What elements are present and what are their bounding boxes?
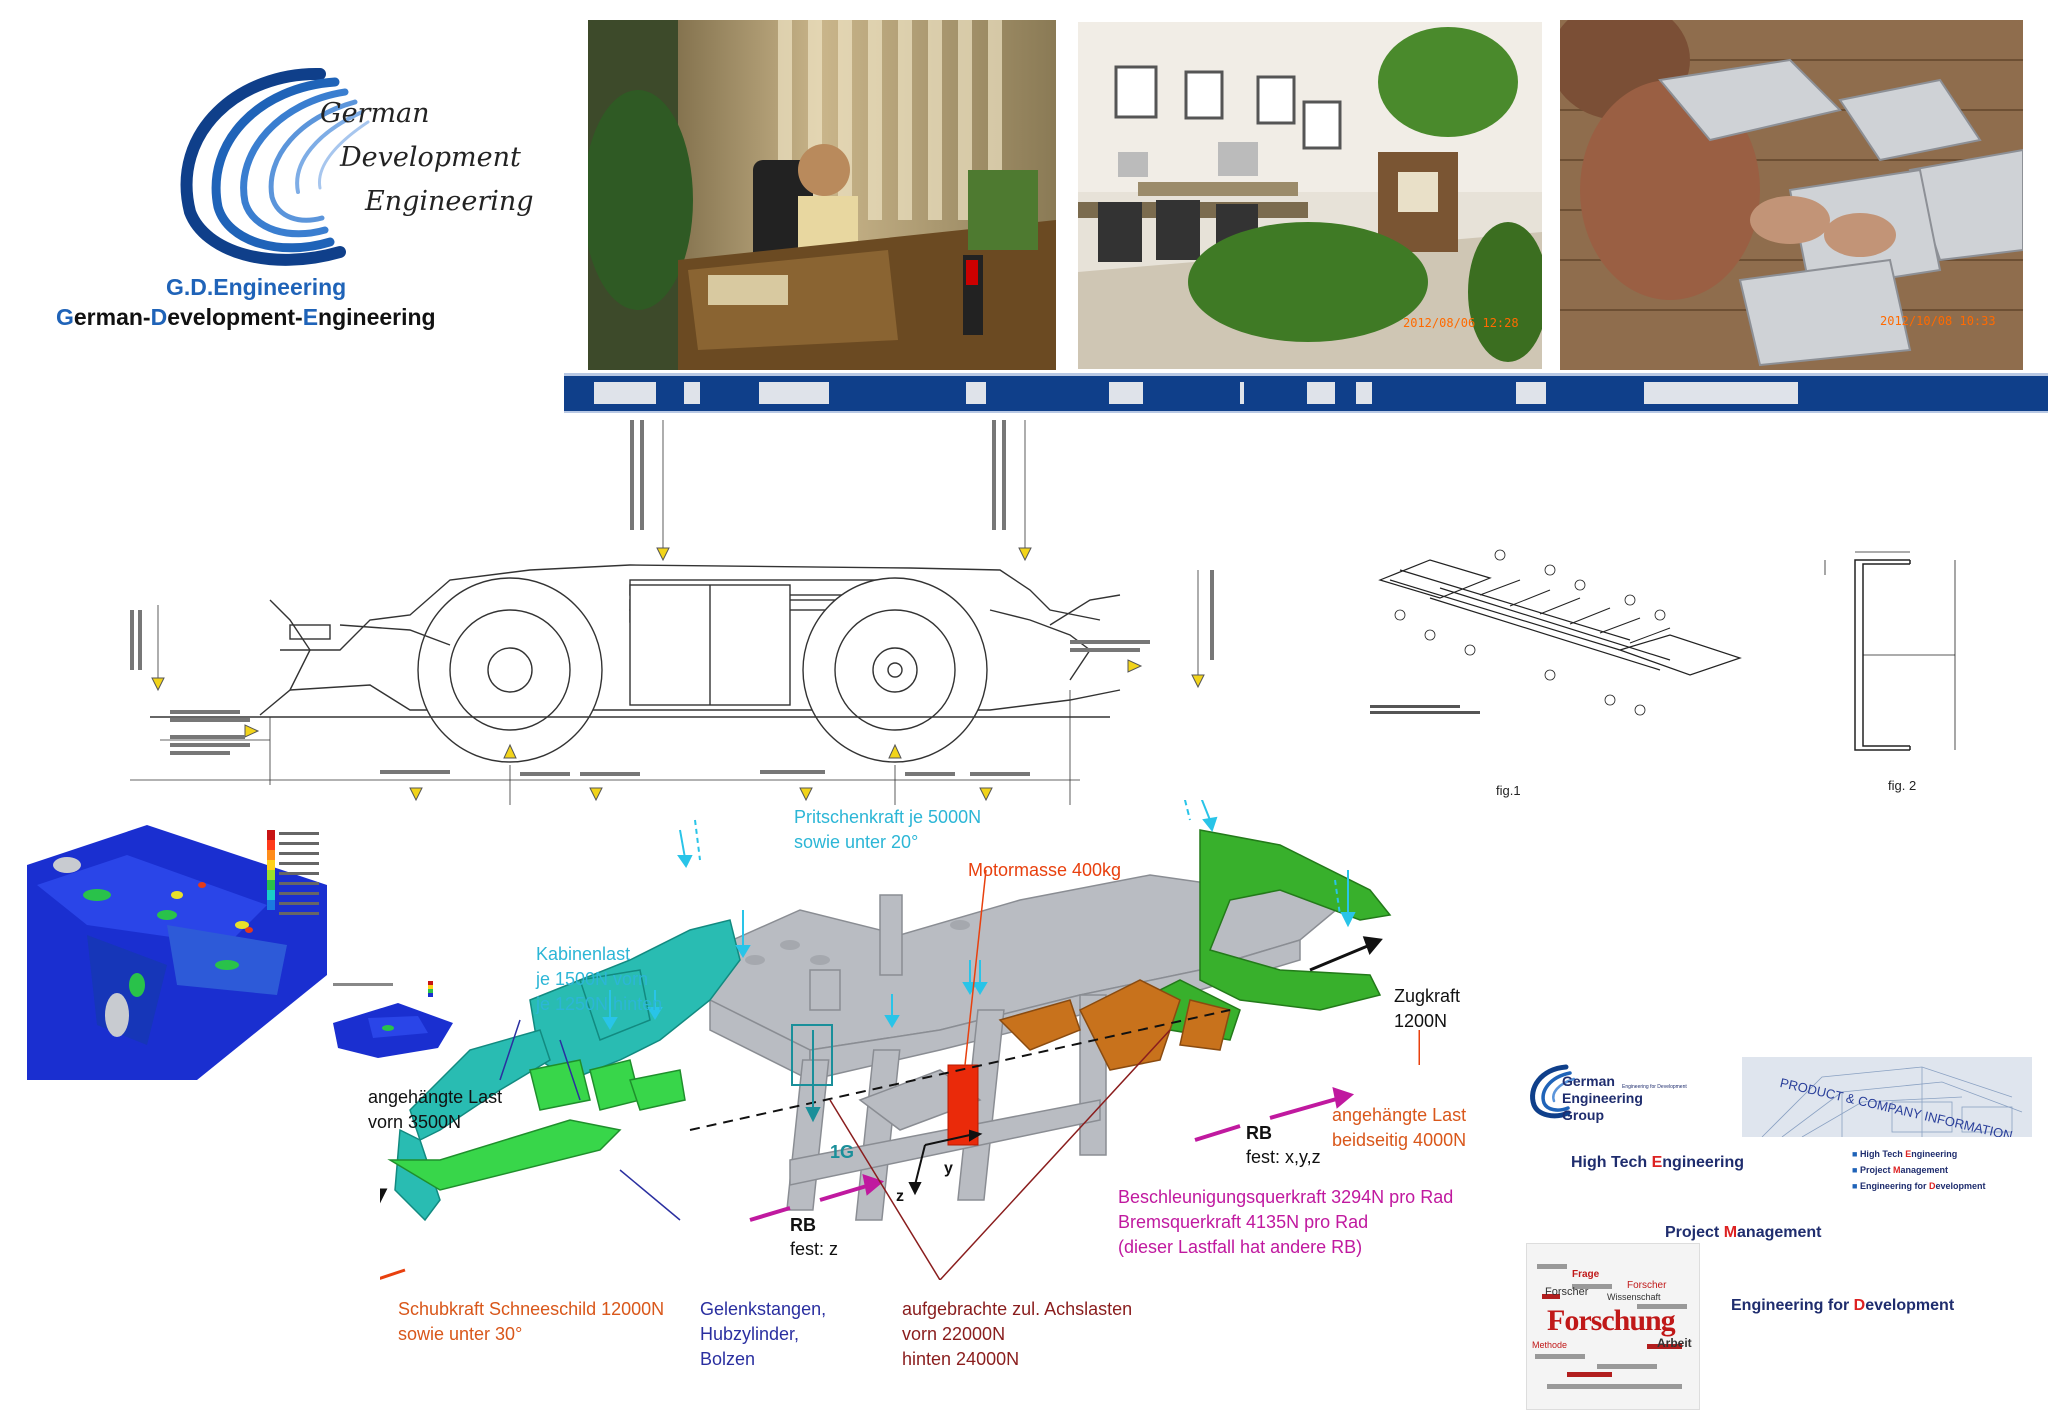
photo-timestamp-workshop: 2012/10/08 10:33 bbox=[1880, 314, 1996, 328]
services-bullet-list: ■ High Tech Engineering ■ Project Manage… bbox=[1852, 1146, 1985, 1194]
service-ed-2: D bbox=[1853, 1297, 1866, 1314]
label-rb-left-fest: fest: z bbox=[790, 1239, 839, 1259]
gdeg-logo-line-2: Engineering bbox=[1562, 1090, 1643, 1106]
photo-office-room: 2012/08/06 12:28 bbox=[1078, 22, 1542, 369]
gdeg-logo-line-1: German bbox=[1562, 1073, 1615, 1089]
word-cloud-word: Forscher bbox=[1627, 1280, 1667, 1291]
label-motormasse: Motormasse 400kg bbox=[968, 860, 1122, 880]
label-schubkraft: Schubkraft Schneeschild 12000N sowie unt… bbox=[398, 1299, 665, 1344]
nav-segment[interactable] bbox=[1516, 382, 1546, 404]
label-gelenkstangen: Gelenkstangen, Hubzylinder, Bolzen bbox=[700, 1299, 827, 1369]
nav-bar bbox=[564, 373, 2048, 413]
label-axis-y: y bbox=[944, 1160, 953, 1177]
fig2-label: fig. 2 bbox=[1888, 778, 1917, 793]
service-pm-2: M bbox=[1723, 1224, 1738, 1241]
label-angehaengte-last-beidseitig: angehängte Last beidseitig 4000N bbox=[1332, 1105, 1467, 1150]
label-kabinenlast: Kabinenlast je 1500N vorn je 1250N hinte… bbox=[536, 944, 663, 1014]
service-ed-3: evelopment bbox=[1865, 1297, 1955, 1314]
service-high-tech-1: High Tech bbox=[1571, 1154, 1652, 1171]
product-info-banner: PRODUCT & COMPANY INFORMATION bbox=[1742, 1057, 2032, 1137]
label-rb-right-fest: fest: x,y,z bbox=[1246, 1147, 1321, 1167]
service-pm-1: Project bbox=[1665, 1224, 1724, 1241]
vehicle-side-drawing bbox=[110, 420, 1220, 805]
nav-segment[interactable] bbox=[1307, 382, 1335, 404]
photo-office-director bbox=[588, 20, 1056, 370]
company-logo: German Development Engineering bbox=[150, 62, 534, 277]
caption-letter-d: D bbox=[150, 304, 168, 330]
figure-2-channel-profile bbox=[1815, 550, 2015, 760]
chassis-frame-3d bbox=[359, 779, 1422, 1302]
word-cloud-word: Methode bbox=[1532, 1340, 1568, 1350]
logo-swoosh-icon bbox=[180, 67, 370, 266]
bullet-item: ■ High Tech Engineering bbox=[1852, 1149, 1958, 1159]
service-ed-1: Engineering for bbox=[1731, 1297, 1854, 1314]
nav-segment[interactable] bbox=[684, 382, 700, 404]
caption-part-2: evelopment- bbox=[167, 304, 303, 330]
photo-timestamp-office: 2012/08/06 12:28 bbox=[1403, 316, 1519, 330]
word-cloud-main: Forschung bbox=[1547, 1304, 1676, 1337]
bullet-item: ■ Engineering for Development bbox=[1852, 1181, 1986, 1191]
word-cloud-word: Wissenschaft bbox=[1607, 1292, 1661, 1302]
service-high-tech-3: ngineering bbox=[1662, 1154, 1745, 1171]
gdeg-logo-tagline: Engineering for Development bbox=[1622, 1084, 1687, 1090]
fig1-label: fig.1 bbox=[1496, 783, 1521, 798]
label-angehaengte-last-vorn: angehängte Last vorn 3500N bbox=[368, 1087, 503, 1132]
caption-letter-e: E bbox=[302, 304, 319, 330]
caption-letter-g: G bbox=[56, 304, 74, 330]
service-high-tech-2: E bbox=[1651, 1154, 1663, 1171]
word-cloud-word: Arbeit bbox=[1657, 1336, 1692, 1350]
gdeg-swoosh-icon bbox=[1530, 1064, 1576, 1119]
label-axis-z: z bbox=[896, 1188, 904, 1205]
caption-part-1: erman- bbox=[73, 304, 151, 330]
logo-word-development: Development bbox=[340, 142, 521, 173]
logo-caption-full: German-Development-Engineering bbox=[56, 304, 436, 331]
service-pm-3: anagement bbox=[1737, 1224, 1822, 1241]
nav-segment[interactable] bbox=[594, 382, 656, 404]
label-achslasten: aufgebrachte zul. Achslasten vorn 22000N… bbox=[902, 1299, 1133, 1369]
fea-stress-plot-large bbox=[27, 825, 327, 1080]
nav-segment[interactable] bbox=[1356, 382, 1372, 404]
nav-segment[interactable] bbox=[966, 382, 986, 404]
bullet-item: ■ Project Management bbox=[1852, 1165, 1948, 1175]
nav-segment[interactable] bbox=[1644, 382, 1798, 404]
label-1g: 1G bbox=[830, 1142, 855, 1162]
logo-caption-short: G.D.Engineering bbox=[166, 274, 347, 300]
label-beschleunigung: Beschleunigungsquerkraft 3294N pro Rad B… bbox=[1118, 1187, 1454, 1257]
gdeg-logo-line-3: Group bbox=[1562, 1107, 1604, 1123]
service-project-management: Project Management bbox=[1665, 1224, 1821, 1242]
word-cloud-word: Forscher bbox=[1545, 1286, 1589, 1298]
label-rb-right: RB bbox=[1246, 1123, 1272, 1143]
word-cloud-word: Frage bbox=[1572, 1269, 1600, 1280]
service-engineering-development: Engineering for Development bbox=[1731, 1297, 1954, 1315]
nav-segment[interactable] bbox=[1109, 382, 1143, 404]
photo-workshop: 2012/10/08 10:33 bbox=[1560, 20, 2023, 370]
gdeg-logo: German Engineering Group Engineering for… bbox=[1526, 1063, 1687, 1133]
caption-part-3: ngineering bbox=[318, 304, 436, 330]
forschung-word-cloud: Forschung Frage Forscher Forscher Arbeit… bbox=[1526, 1243, 1700, 1410]
logo-word-engineering: Engineering bbox=[365, 186, 534, 217]
logo-word-german: German bbox=[320, 98, 430, 129]
fig1-caption-block bbox=[1370, 705, 1490, 719]
nav-segment[interactable] bbox=[1240, 382, 1244, 404]
fea-stress-plot-small bbox=[328, 978, 458, 1073]
label-pritschenkraft: Pritschenkraft je 5000N sowie unter 20° bbox=[794, 807, 982, 852]
figure-1-chassis-sketch bbox=[1370, 540, 1750, 730]
nav-segment[interactable] bbox=[759, 382, 829, 404]
label-zugkraft: Zugkraft 1200N bbox=[1394, 986, 1461, 1031]
service-high-tech: High Tech Engineering bbox=[1571, 1154, 1744, 1172]
label-rb-left: RB bbox=[790, 1215, 816, 1235]
